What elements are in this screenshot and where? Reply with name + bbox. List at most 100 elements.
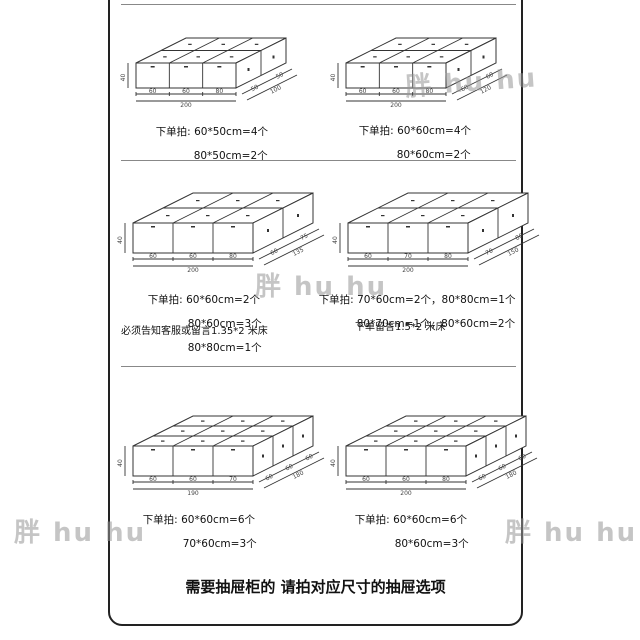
width-label: 70 [229, 476, 237, 483]
drawer-handle [241, 440, 245, 442]
order-caption: 下单拍: 70*60cm=2个，80*80cm=1个 80*70cm=1个，80… [312, 282, 516, 330]
width-label: 80 [444, 253, 452, 260]
drawer-handle [464, 43, 469, 45]
width-label: 60 [189, 476, 197, 483]
drawer-handle [404, 449, 408, 451]
drawer-handle [166, 215, 170, 217]
drawer-handle [366, 226, 370, 228]
drawer-handle [373, 56, 377, 58]
caption-prefix: 下单拍: [358, 125, 394, 137]
depth-label: 60 [264, 473, 274, 483]
drawer-handle [221, 430, 225, 432]
drawer-handle [297, 214, 299, 217]
drawer-handle [454, 440, 458, 442]
drawer-handle [494, 420, 498, 422]
drawer-handle [427, 66, 432, 68]
drawer-handle [247, 68, 250, 71]
drawer-handle [206, 215, 210, 217]
watermark-text: 胖 hu hu [505, 518, 638, 548]
drawer-handle [451, 200, 455, 202]
drawer-handle [254, 43, 259, 45]
total-width-label: 200 [390, 102, 402, 109]
drawer-handle [163, 56, 167, 58]
drawer-handle [431, 43, 435, 45]
drawer-handle [495, 444, 497, 448]
top-grid-line [412, 37, 463, 64]
caption-line: 60*60cm=2个 [186, 294, 261, 306]
drawer-handle [394, 430, 398, 432]
footer-instruction: 需要抽屉柜的 请拍对应尺寸的抽屉选项 [185, 578, 446, 596]
drawer-handle [267, 229, 269, 232]
caption-prefix: 下单拍: [147, 294, 183, 306]
drawer-handle [281, 420, 285, 422]
order-caption: 下单拍: 60*60cm=6个 70*60cm=3个 [136, 502, 257, 550]
dimension-line [456, 74, 508, 101]
drawer-handle [434, 430, 438, 432]
top-grid-line [172, 415, 234, 447]
caption-prefix: 下单拍: [155, 126, 191, 138]
caption-line: 70*60cm=2个，80*80cm=1个 [357, 294, 516, 306]
height-label: 40 [117, 459, 124, 467]
width-label: 60 [359, 88, 367, 95]
order-caption: 下单拍: 60*60cm=4个 80*60cm=2个 [352, 113, 471, 161]
caption-line: 60*50cm=4个 [194, 126, 269, 138]
dimension-line [263, 234, 325, 266]
dimension-line [451, 68, 503, 95]
depth-total-label: 150 [507, 246, 521, 258]
caption-line: 60*60cm=6个 [181, 514, 256, 526]
top-grid-line [425, 415, 487, 447]
drawer-handle [444, 449, 448, 451]
depth-label: 60 [284, 463, 294, 473]
drawer-handle [414, 440, 418, 442]
drawer-handle [272, 55, 275, 59]
drawer-handle [282, 444, 284, 448]
top-grid-line [427, 192, 489, 224]
depth-label: 60 [269, 247, 279, 257]
height-label: 40 [330, 459, 337, 467]
bed-size-note: 下单留言1.5*2 米床 [355, 322, 446, 333]
caption-line: 80*60cm=3个 [394, 538, 469, 550]
top-grid-line [379, 37, 430, 64]
dimension-line [258, 451, 320, 483]
depth-label: 60 [304, 453, 314, 463]
section-divider [121, 366, 516, 367]
depth-total-label: 100 [269, 84, 283, 96]
width-label: 60 [189, 253, 197, 260]
drawer-handle [246, 215, 250, 217]
width-label: 80 [229, 253, 237, 260]
drawer-handle [236, 200, 240, 202]
drawer-handle [150, 66, 155, 68]
caption-line: 60*60cm=4个 [397, 125, 472, 137]
top-grid-line [172, 192, 234, 224]
drawer-handle [151, 449, 155, 451]
depth-label: 60 [477, 473, 487, 483]
top-grid-line [212, 192, 274, 224]
top-grid-line [212, 415, 274, 447]
front-face [132, 445, 254, 477]
width-label: 60 [149, 88, 157, 95]
total-width-label: 200 [402, 267, 414, 274]
order-caption: 下单拍: 60*60cm=6个 80*60cm=3个 [348, 502, 469, 550]
front-face [347, 222, 469, 254]
drawer-handle [184, 66, 188, 68]
drawer-handle [231, 226, 235, 228]
drawer-handle [454, 420, 458, 422]
width-label: 60 [362, 476, 370, 483]
bed-size-note: 必须告知客服或留言1.35*2 米床 [121, 326, 268, 337]
section-divider [121, 160, 516, 161]
drawer-handle [411, 200, 415, 202]
depth-label: 50 [275, 71, 285, 81]
drawer-handle [302, 434, 304, 438]
caption-line: 70*60cm=3个 [182, 538, 257, 550]
top-grid-line [387, 192, 449, 224]
top-grid-line [202, 37, 253, 64]
width-label: 70 [404, 253, 412, 260]
width-label: 60 [182, 88, 190, 95]
depth-label: 75 [299, 232, 309, 242]
drawer-handle [201, 440, 205, 442]
order-caption: 下单拍: 60*50cm=4个 80*50cm=2个 [149, 114, 268, 162]
depth-label: 60 [485, 71, 495, 81]
